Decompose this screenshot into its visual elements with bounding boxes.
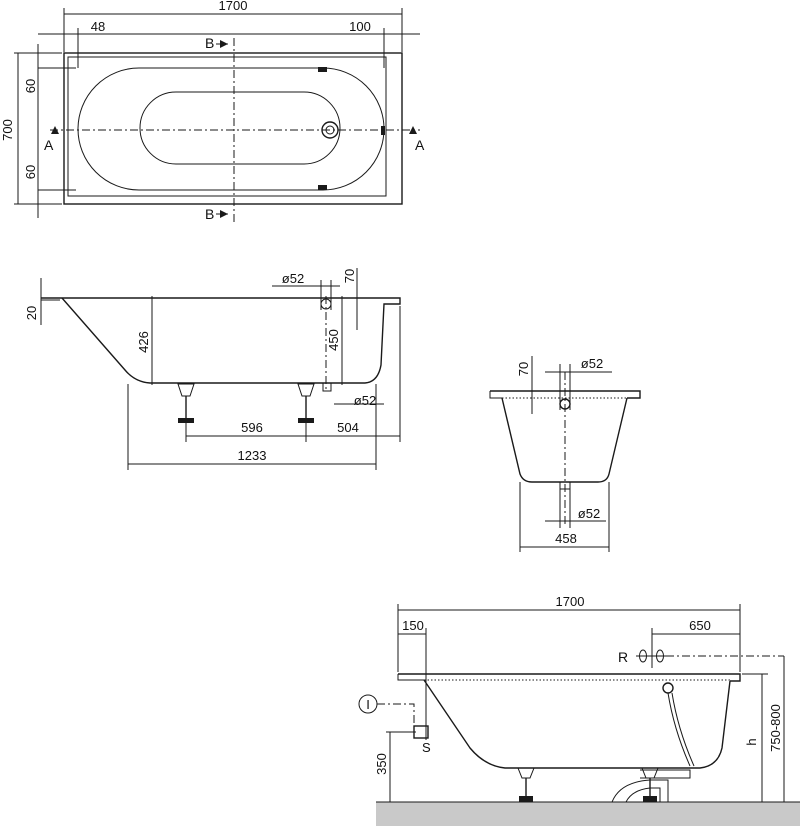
bathtub-outline-top — [63, 52, 403, 205]
top-view: 1700 48 100 700 60 60 A A B B — [0, 0, 425, 222]
height-h-label: h — [744, 738, 759, 745]
leg-right — [297, 383, 315, 423]
side-view: 20 426 ø52 70 450 ø52 — [24, 268, 401, 470]
install-view: 1700 150 650 R h 750-800 350 I S — [358, 594, 800, 826]
section-a-right: A — [415, 137, 425, 153]
drain-outlet — [322, 382, 332, 392]
supply-height-label: 350 — [374, 753, 389, 775]
leg-left — [177, 383, 195, 423]
section-a-left: A — [44, 137, 54, 153]
section-b-bottom: B — [205, 206, 214, 222]
section-view: ø52 70 ø52 458 — [489, 356, 641, 552]
overflow-offset-label: 70 — [342, 269, 357, 283]
tap-label: R — [618, 649, 628, 665]
rim-height-label: 20 — [24, 306, 39, 320]
depth-450-label: 450 — [326, 329, 341, 351]
width-label: 700 — [0, 119, 15, 141]
install-left-offset-label: 150 — [402, 618, 424, 633]
basin-bottom — [139, 91, 341, 165]
section-overflow-diameter-label: ø52 — [581, 356, 603, 371]
supply-box — [413, 725, 429, 739]
tub-body-side — [61, 297, 392, 384]
right-offset-label: 100 — [349, 19, 371, 34]
section-b-top: B — [205, 35, 214, 51]
install-leg-left — [517, 767, 535, 802]
section-drain-diameter-label: ø52 — [578, 506, 600, 521]
leg-spacing-label: 596 — [241, 420, 263, 435]
install-length-label: 1700 — [556, 594, 585, 609]
overflow-diameter-label: ø52 — [282, 271, 304, 286]
svg-text:I: I — [366, 697, 370, 712]
install-leg-right — [641, 767, 659, 802]
depth-426-label: 426 — [136, 331, 151, 353]
side-drain-diameter-label: ø52 — [354, 393, 376, 408]
section-overflow-offset-label: 70 — [516, 362, 531, 376]
outlet-label: S — [422, 740, 431, 755]
height-range-label: 750-800 — [768, 704, 783, 752]
base-length-label: 1233 — [238, 448, 267, 463]
drain-offset-label: 504 — [337, 420, 359, 435]
left-offset-label: 48 — [91, 19, 105, 34]
rim-top-label: 60 — [23, 79, 38, 93]
tap-offset-label: 650 — [689, 618, 711, 633]
section-bottom-width-label: 458 — [555, 531, 577, 546]
rim-bottom-label: 60 — [23, 165, 38, 179]
floor — [376, 802, 800, 826]
tub-body-install — [423, 679, 731, 769]
top-length-label: 1700 — [219, 0, 248, 13]
